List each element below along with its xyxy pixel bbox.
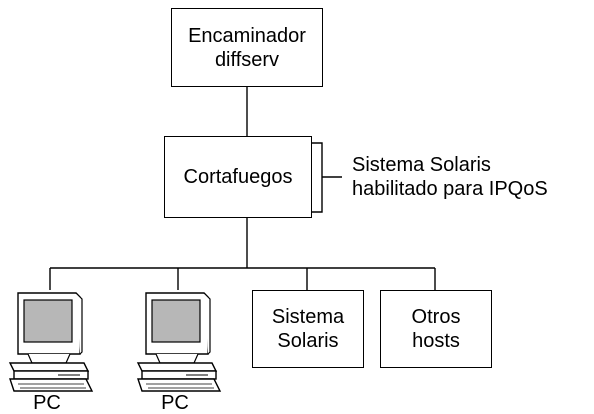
router-node: Encaminador diffserv (171, 8, 323, 87)
solaris-system-node: Sistema Solaris (252, 290, 364, 368)
pc-label: PC (33, 392, 61, 414)
solaris-system-label: Sistema Solaris (271, 306, 345, 352)
firewall-node: Cortafuegos (164, 136, 312, 218)
other-hosts-node: Otros hosts (380, 290, 492, 368)
other-hosts-label: Otros hosts (411, 306, 461, 352)
firewall-bracket (312, 142, 323, 213)
pc-icon (8, 292, 94, 392)
firewall-label: Cortafuegos (183, 166, 293, 188)
pc-label: PC (161, 392, 189, 414)
pc-icon (136, 292, 222, 392)
router-label: Encaminador diffserv (188, 24, 306, 71)
ipqos-annotation: Sistema Solaris habilitado para IPQoS (352, 154, 548, 200)
